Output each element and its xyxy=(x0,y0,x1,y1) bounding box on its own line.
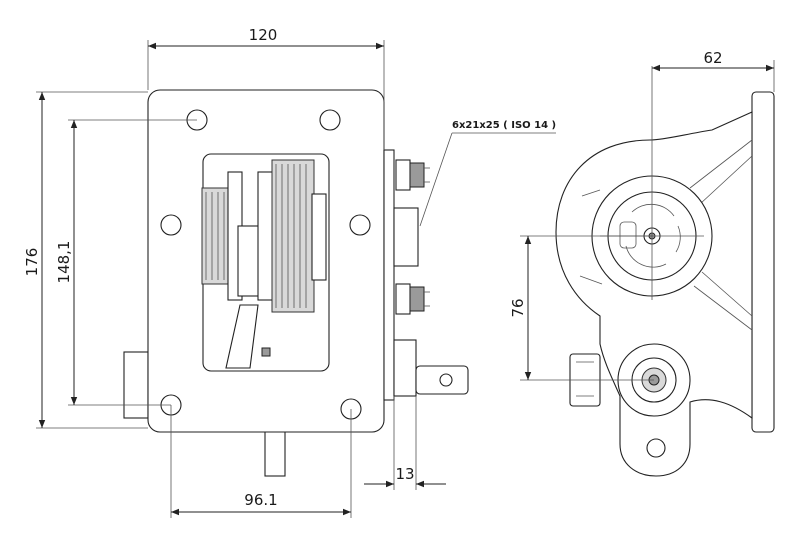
bottom-shaft xyxy=(264,429,286,477)
dim-62-label: 62 xyxy=(703,49,722,67)
side-block xyxy=(393,207,419,267)
left-gear xyxy=(201,171,261,301)
right-gear xyxy=(271,159,327,313)
mount-hole-mid-left xyxy=(160,214,182,236)
left-lug xyxy=(123,351,149,419)
lever-pin xyxy=(261,347,271,357)
dim-76-label: 76 xyxy=(509,298,527,317)
side-body xyxy=(383,149,395,401)
dim-13 xyxy=(364,396,446,490)
bolt-leader xyxy=(419,132,453,227)
dim-148-1-label: 148,1 xyxy=(55,241,73,284)
front-view xyxy=(123,89,469,477)
dim-120 xyxy=(147,40,385,150)
bolt-spec-note: 6x21x25 ( ISO 14 ) xyxy=(452,120,556,131)
side-flange xyxy=(751,91,775,433)
mount-hole-mid-right xyxy=(349,214,371,236)
dim-76 xyxy=(520,235,654,381)
dim-176 xyxy=(36,91,148,429)
dim-148-1 xyxy=(68,119,197,406)
mount-hole-top-right xyxy=(319,109,341,131)
stud-top xyxy=(395,159,430,191)
side-boss xyxy=(393,339,417,397)
dim-96-1 xyxy=(170,405,352,518)
output-tab-hole xyxy=(439,373,453,387)
dim-120-label: 120 xyxy=(249,26,278,44)
dim-96-1-label: 96.1 xyxy=(244,491,277,509)
stud-bottom xyxy=(395,283,430,315)
lower-ear-hole xyxy=(646,438,666,458)
dim-13-label: 13 xyxy=(395,465,414,483)
dim-176-label: 176 xyxy=(23,248,41,277)
side-view xyxy=(555,66,775,477)
shift-lever xyxy=(225,304,259,369)
dim-62 xyxy=(652,60,775,92)
